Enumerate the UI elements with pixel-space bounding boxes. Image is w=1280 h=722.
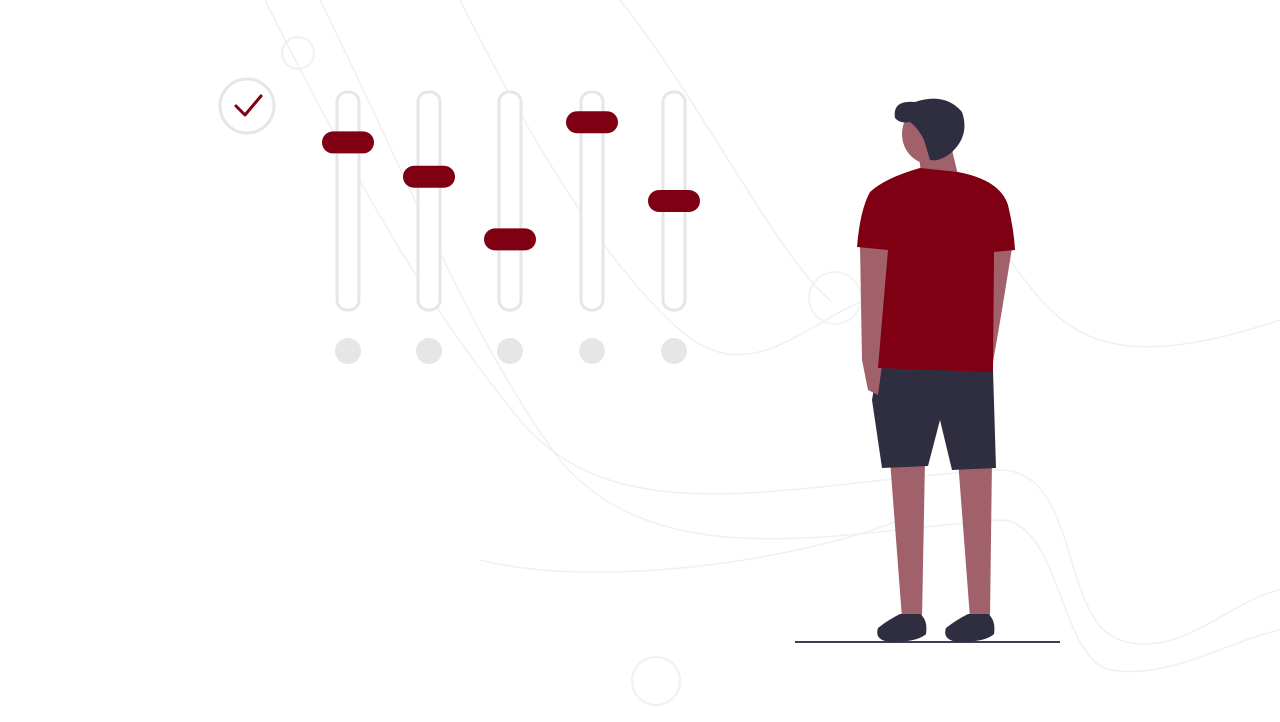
slider-track[interactable] [335,90,361,312]
slider-indicator-dot [497,338,523,364]
check-badge[interactable] [218,77,276,135]
slider-thumb[interactable] [484,228,536,251]
slider-indicator-dot [335,338,361,364]
decorative-circle [631,656,681,706]
slider-indicator-dot [579,338,605,364]
check-icon [234,94,263,117]
decorative-circle [808,271,862,325]
slider-1[interactable] [322,90,374,364]
slider-4[interactable] [566,90,618,364]
person-figure [795,98,1060,643]
shorts [872,365,996,470]
slider-group [322,90,700,364]
left-leg [890,460,925,618]
slider-5[interactable] [648,90,700,364]
slider-track[interactable] [579,90,605,312]
hair [894,98,965,161]
decorative-circle [281,36,315,70]
shirt [857,168,1015,372]
slider-indicator-dot [661,338,687,364]
slider-3[interactable] [484,90,536,364]
right-leg [958,460,992,618]
left-shoe [877,614,927,642]
slider-thumb[interactable] [403,165,455,188]
right-shoe [945,614,995,642]
slider-2[interactable] [403,90,455,364]
slider-thumb[interactable] [322,131,374,154]
slider-thumb[interactable] [648,190,700,212]
slider-indicator-dot [416,338,442,364]
slider-track[interactable] [497,90,523,312]
slider-track[interactable] [416,90,442,312]
slider-thumb[interactable] [566,111,618,134]
